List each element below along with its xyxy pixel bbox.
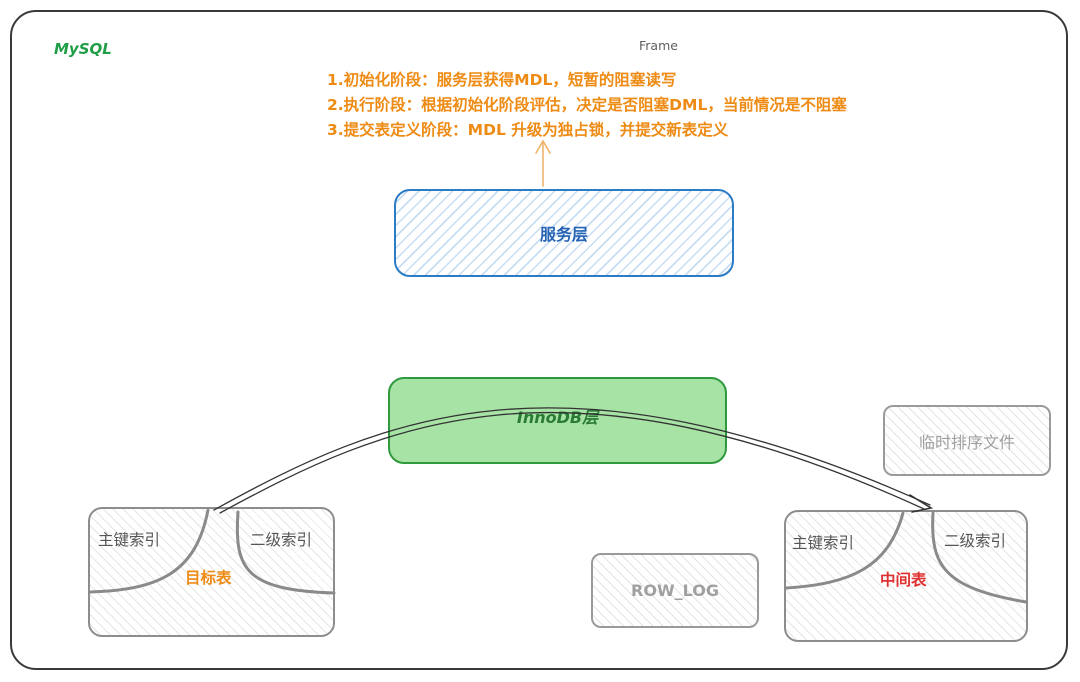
row-log-box: ROW_LOG bbox=[591, 553, 759, 628]
service-layer-box: 服务层 bbox=[394, 189, 734, 277]
target-table-name: 目标表 bbox=[185, 569, 232, 587]
target-table-dividers bbox=[88, 508, 336, 595]
note-phase-1: 1.初始化阶段：服务层获得MDL，短暂的阻塞读写 bbox=[327, 71, 677, 89]
phase-notes: 1.初始化阶段：服务层获得MDL，短暂的阻塞读写 2.执行阶段：根据初始化阶段评… bbox=[327, 68, 847, 143]
service-layer-label: 服务层 bbox=[539, 225, 588, 244]
temp-sort-file-label: 临时排序文件 bbox=[918, 432, 1015, 452]
copy-arrow bbox=[213, 407, 934, 514]
note-phase-2: 2.执行阶段：根据初始化阶段评估，决定是否阻塞DML，当前情况是不阻塞 bbox=[327, 96, 847, 114]
target-secondary-index-label: 二级索引 bbox=[250, 531, 313, 549]
frame-label: Frame bbox=[639, 38, 678, 53]
innodb-layer-box: InnoDB层 bbox=[388, 377, 727, 464]
row-log-label: ROW_LOG bbox=[631, 581, 719, 600]
note-phase-3: 3.提交表定义阶段：MDL 升级为独占锁，并提交新表定义 bbox=[327, 121, 729, 139]
intermediate-table-name: 中间表 bbox=[880, 571, 927, 589]
temp-sort-file-box: 临时排序文件 bbox=[883, 405, 1051, 476]
intermediate-secondary-index-label: 二级索引 bbox=[944, 532, 1007, 550]
mysql-frame bbox=[10, 10, 1068, 670]
target-table-box bbox=[88, 507, 335, 637]
intermediate-primary-index-label: 主键索引 bbox=[792, 534, 855, 552]
notes-arrow bbox=[535, 139, 551, 187]
mysql-label: MySQL bbox=[54, 40, 112, 58]
intermediate-table-box bbox=[784, 510, 1028, 642]
target-primary-index-label: 主键索引 bbox=[98, 531, 161, 549]
intermediate-table-dividers bbox=[784, 511, 1028, 604]
